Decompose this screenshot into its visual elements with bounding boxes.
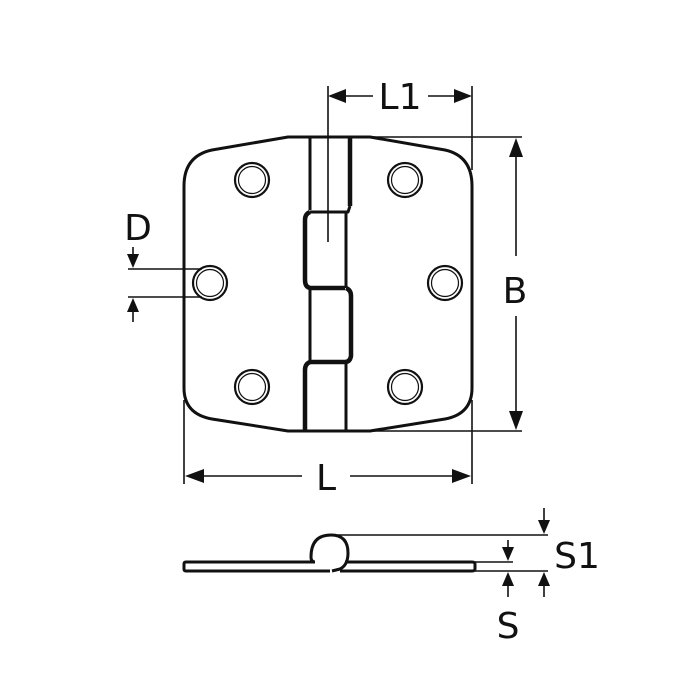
arrow-right-icon [454,89,472,103]
hole-left-top [233,161,271,199]
arrow-down-icon [509,411,523,430]
arrow-down-icon [127,254,139,268]
arrow-down-icon [502,547,514,561]
hole-right-middle [426,264,464,302]
arrow-left-icon [185,469,204,483]
arrow-right-icon [452,469,471,483]
arrow-down-icon [538,520,550,534]
label-s: S [497,606,520,647]
left-leaf-outline [182,135,306,433]
arrow-up-icon [538,572,550,586]
right-leaf-outline [350,135,474,433]
side-view: S1 S [182,508,600,647]
arrow-left-icon [328,89,346,103]
label-l1: L1 [379,77,422,118]
arrow-up-icon [127,298,139,312]
hole-left-middle [191,264,229,302]
dimension-l: L [183,400,473,499]
arrow-up-icon [502,572,514,586]
label-d: D [124,208,152,249]
dimension-b: B [370,136,528,432]
label-s1: S1 [554,536,600,577]
hole-right-top [386,161,424,199]
hole-left-bottom [233,368,271,406]
mounting-holes [191,161,464,406]
label-l: L [316,458,336,499]
side-right-leaf [340,560,477,573]
dimension-l1: L1 [327,77,473,242]
dimension-d: D [124,208,202,322]
dimension-s1: S1 [331,508,600,597]
dimension-s: S [475,540,519,647]
front-view: L1 B L D [124,77,527,499]
arrow-up-icon [509,138,523,157]
side-knuckle [309,533,350,573]
label-b: B [503,271,528,312]
side-left-leaf [182,560,330,573]
hole-right-bottom [386,368,424,406]
knuckle [302,137,354,431]
